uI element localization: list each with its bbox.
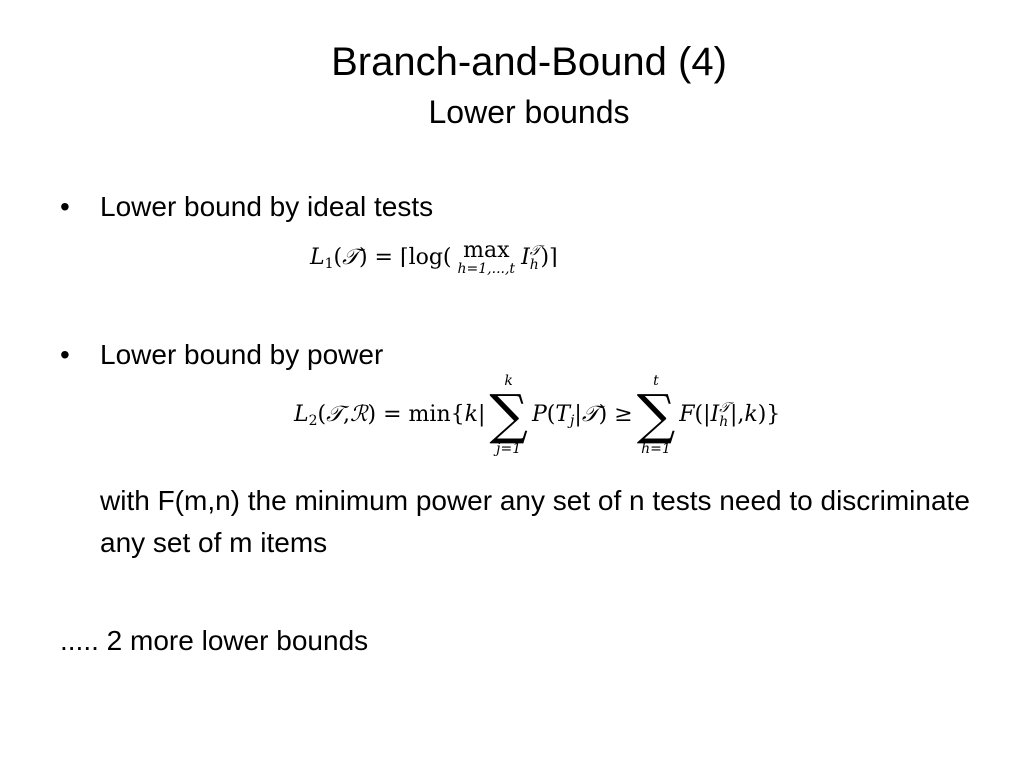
bullet-power: • Lower bound by power bbox=[60, 338, 383, 372]
sum2-lower: h=1 bbox=[641, 441, 671, 457]
formula-l1-limit: h=1,...,t bbox=[457, 261, 516, 277]
sum2-upper: t bbox=[653, 373, 659, 389]
explanation-text: with F(m,n) the minimum power any set of… bbox=[100, 485, 970, 558]
bullet-text: Lower bound by ideal tests bbox=[100, 191, 434, 222]
sum1-upper: k bbox=[504, 373, 513, 389]
bullet-marker: • bbox=[60, 191, 70, 222]
bullet-marker: • bbox=[60, 339, 70, 370]
bullet-text: Lower bound by power bbox=[100, 339, 384, 370]
slide-title: Branch-and-Bound (4) bbox=[331, 40, 727, 84]
footer-note: ..... 2 more lower bounds bbox=[60, 625, 369, 656]
bullet-ideal-tests: • Lower bound by ideal tests bbox=[60, 190, 433, 224]
slide-subtitle: Lower bounds bbox=[428, 94, 630, 130]
sum1-lower: j=1 bbox=[496, 441, 522, 457]
